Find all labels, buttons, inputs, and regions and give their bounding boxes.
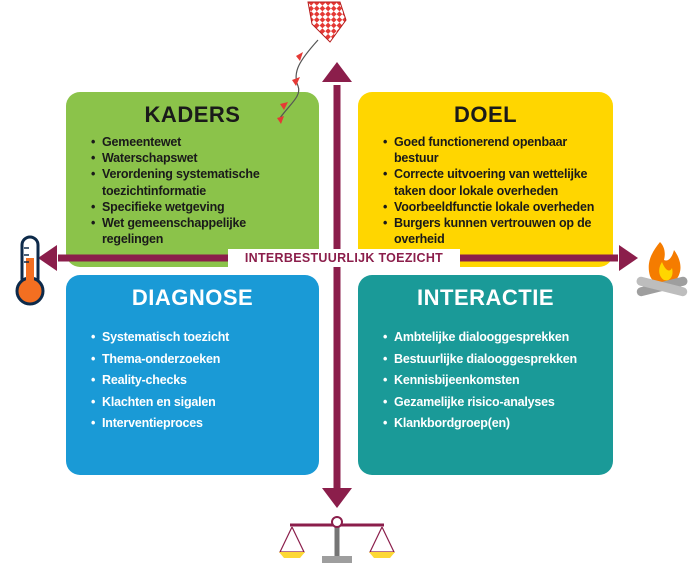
quadrant-list-diagnose: Systematisch toezicht Thema-onderzoeken …	[80, 327, 305, 435]
list-item: Kennisbijeenkomsten	[383, 370, 599, 392]
list-item: Specifieke wetgeving	[91, 199, 305, 215]
list-item: Reality-checks	[91, 370, 305, 392]
list-item: Thema-onderzoeken	[91, 349, 305, 371]
quadrant-diagnose: DIAGNOSE Systematisch toezicht Thema-ond…	[66, 275, 319, 475]
list-item: Goed functionerend openbaar bestuur	[383, 134, 599, 166]
quadrant-interactie: INTERACTIE Ambtelijke dialooggesprekken …	[358, 275, 613, 475]
list-item: Burgers kunnen vertrouwen op de overheid	[383, 215, 599, 247]
kite-icon	[277, 1, 347, 124]
list-item: Klankbordgroep(en)	[383, 413, 599, 435]
quadrant-list-kaders: Gemeentewet Waterschapswet Verordening s…	[80, 134, 305, 247]
list-item: Waterschapswet	[91, 150, 305, 166]
list-item: Gemeentewet	[91, 134, 305, 150]
vertical-arrow	[322, 62, 352, 508]
axis-label: INTERBESTUURLIJK TOEZICHT	[228, 249, 460, 267]
list-item: Voorbeeldfunctie lokale overheden	[383, 199, 599, 215]
thermometer-icon	[15, 235, 45, 306]
list-item: Ambtelijke dialooggesprekken	[383, 327, 599, 349]
list-item: Interventieproces	[91, 413, 305, 435]
quadrant-list-interactie: Ambtelijke dialooggesprekken Bestuurlijk…	[372, 327, 599, 435]
quadrant-title-diagnose: DIAGNOSE	[131, 285, 254, 310]
list-item: Correcte uitvoering van wettelijke taken…	[383, 166, 599, 198]
list-item: Verordening systematische toezichtinform…	[91, 166, 305, 198]
campfire-icon	[636, 242, 688, 297]
list-item: Klachten en sigalen	[91, 392, 305, 414]
list-item: Gezamelijke risico-analyses	[383, 392, 599, 414]
list-item: Bestuurlijke dialooggesprekken	[383, 349, 599, 371]
scales-icon	[279, 516, 395, 563]
quadrant-title-kaders: KADERS	[144, 102, 241, 127]
quadrant-title-interactie: INTERACTIE	[417, 285, 554, 310]
list-item: Wet gemeenschappelijke regelingen	[91, 215, 305, 247]
quadrant-kaders: KADERS Gemeentewet Waterschapswet Verord…	[66, 92, 319, 267]
quadrant-title-doel: DOEL	[453, 102, 518, 127]
list-item: Systematisch toezicht	[91, 327, 305, 349]
quadrant-list-doel: Goed functionerend openbaar bestuur Corr…	[372, 134, 599, 247]
quadrant-doel: DOEL Goed functionerend openbaar bestuur…	[358, 92, 613, 267]
